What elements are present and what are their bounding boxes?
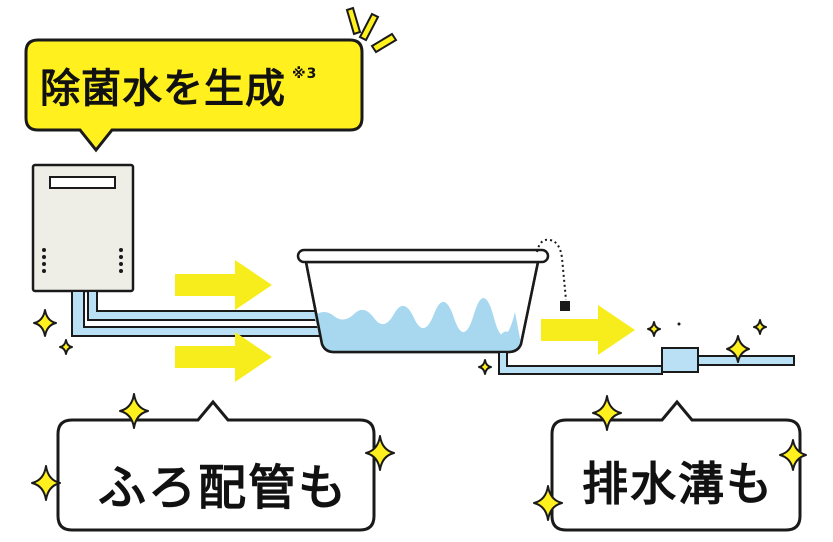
bath-water xyxy=(314,297,521,352)
flow-arrow-icon xyxy=(175,260,272,310)
sparkle-icon xyxy=(533,485,563,521)
bath-pipe xyxy=(71,290,321,337)
sparkle-icon xyxy=(31,465,61,501)
sparkle-icon xyxy=(647,321,661,337)
bathtub-rim xyxy=(296,248,550,264)
heater-indicator-dots xyxy=(42,248,123,273)
sterilized-water-label: 除菌水を生成 xyxy=(40,66,286,112)
water-heater-unit xyxy=(31,163,135,293)
bathtub xyxy=(296,238,570,354)
drain-ditch-callout: 排水溝も xyxy=(582,448,774,514)
sparkle-icon xyxy=(726,335,750,363)
bath-piping-callout: ふろ配管も xyxy=(98,448,348,518)
bath-piping-label: ふろ配管も xyxy=(98,460,349,516)
drain-ditch-label: 排水溝も xyxy=(582,457,774,511)
sparkle-icon xyxy=(33,309,57,337)
sparkle-icon xyxy=(59,339,73,355)
sparkle-icon xyxy=(365,435,395,471)
bath-piping-callout-bubble xyxy=(56,399,376,532)
water-splash xyxy=(500,331,515,345)
flow-arrow-icon xyxy=(541,305,635,355)
sterilized-water-callout: 除菌水を生成 ※3 xyxy=(40,56,317,114)
drain-ditch-callout-bubble xyxy=(550,399,802,532)
heater-display-panel xyxy=(49,176,116,189)
sparkle-icon xyxy=(592,395,622,431)
sparkle-icon xyxy=(753,319,767,335)
sterilized-water-callout-bubble xyxy=(24,38,364,153)
emphasis-burst-icon xyxy=(345,6,398,54)
sparkle-icon xyxy=(119,393,149,429)
flow-arrow-icon xyxy=(175,332,272,382)
sparkle-icon xyxy=(779,439,807,471)
drain-plug xyxy=(560,301,570,311)
footnote-mark: ※3 xyxy=(292,66,318,82)
sparkle-dot-icon xyxy=(677,322,681,326)
drain-pipe xyxy=(498,347,795,375)
sparkle-icon xyxy=(478,359,492,375)
drain-trap xyxy=(661,347,699,373)
